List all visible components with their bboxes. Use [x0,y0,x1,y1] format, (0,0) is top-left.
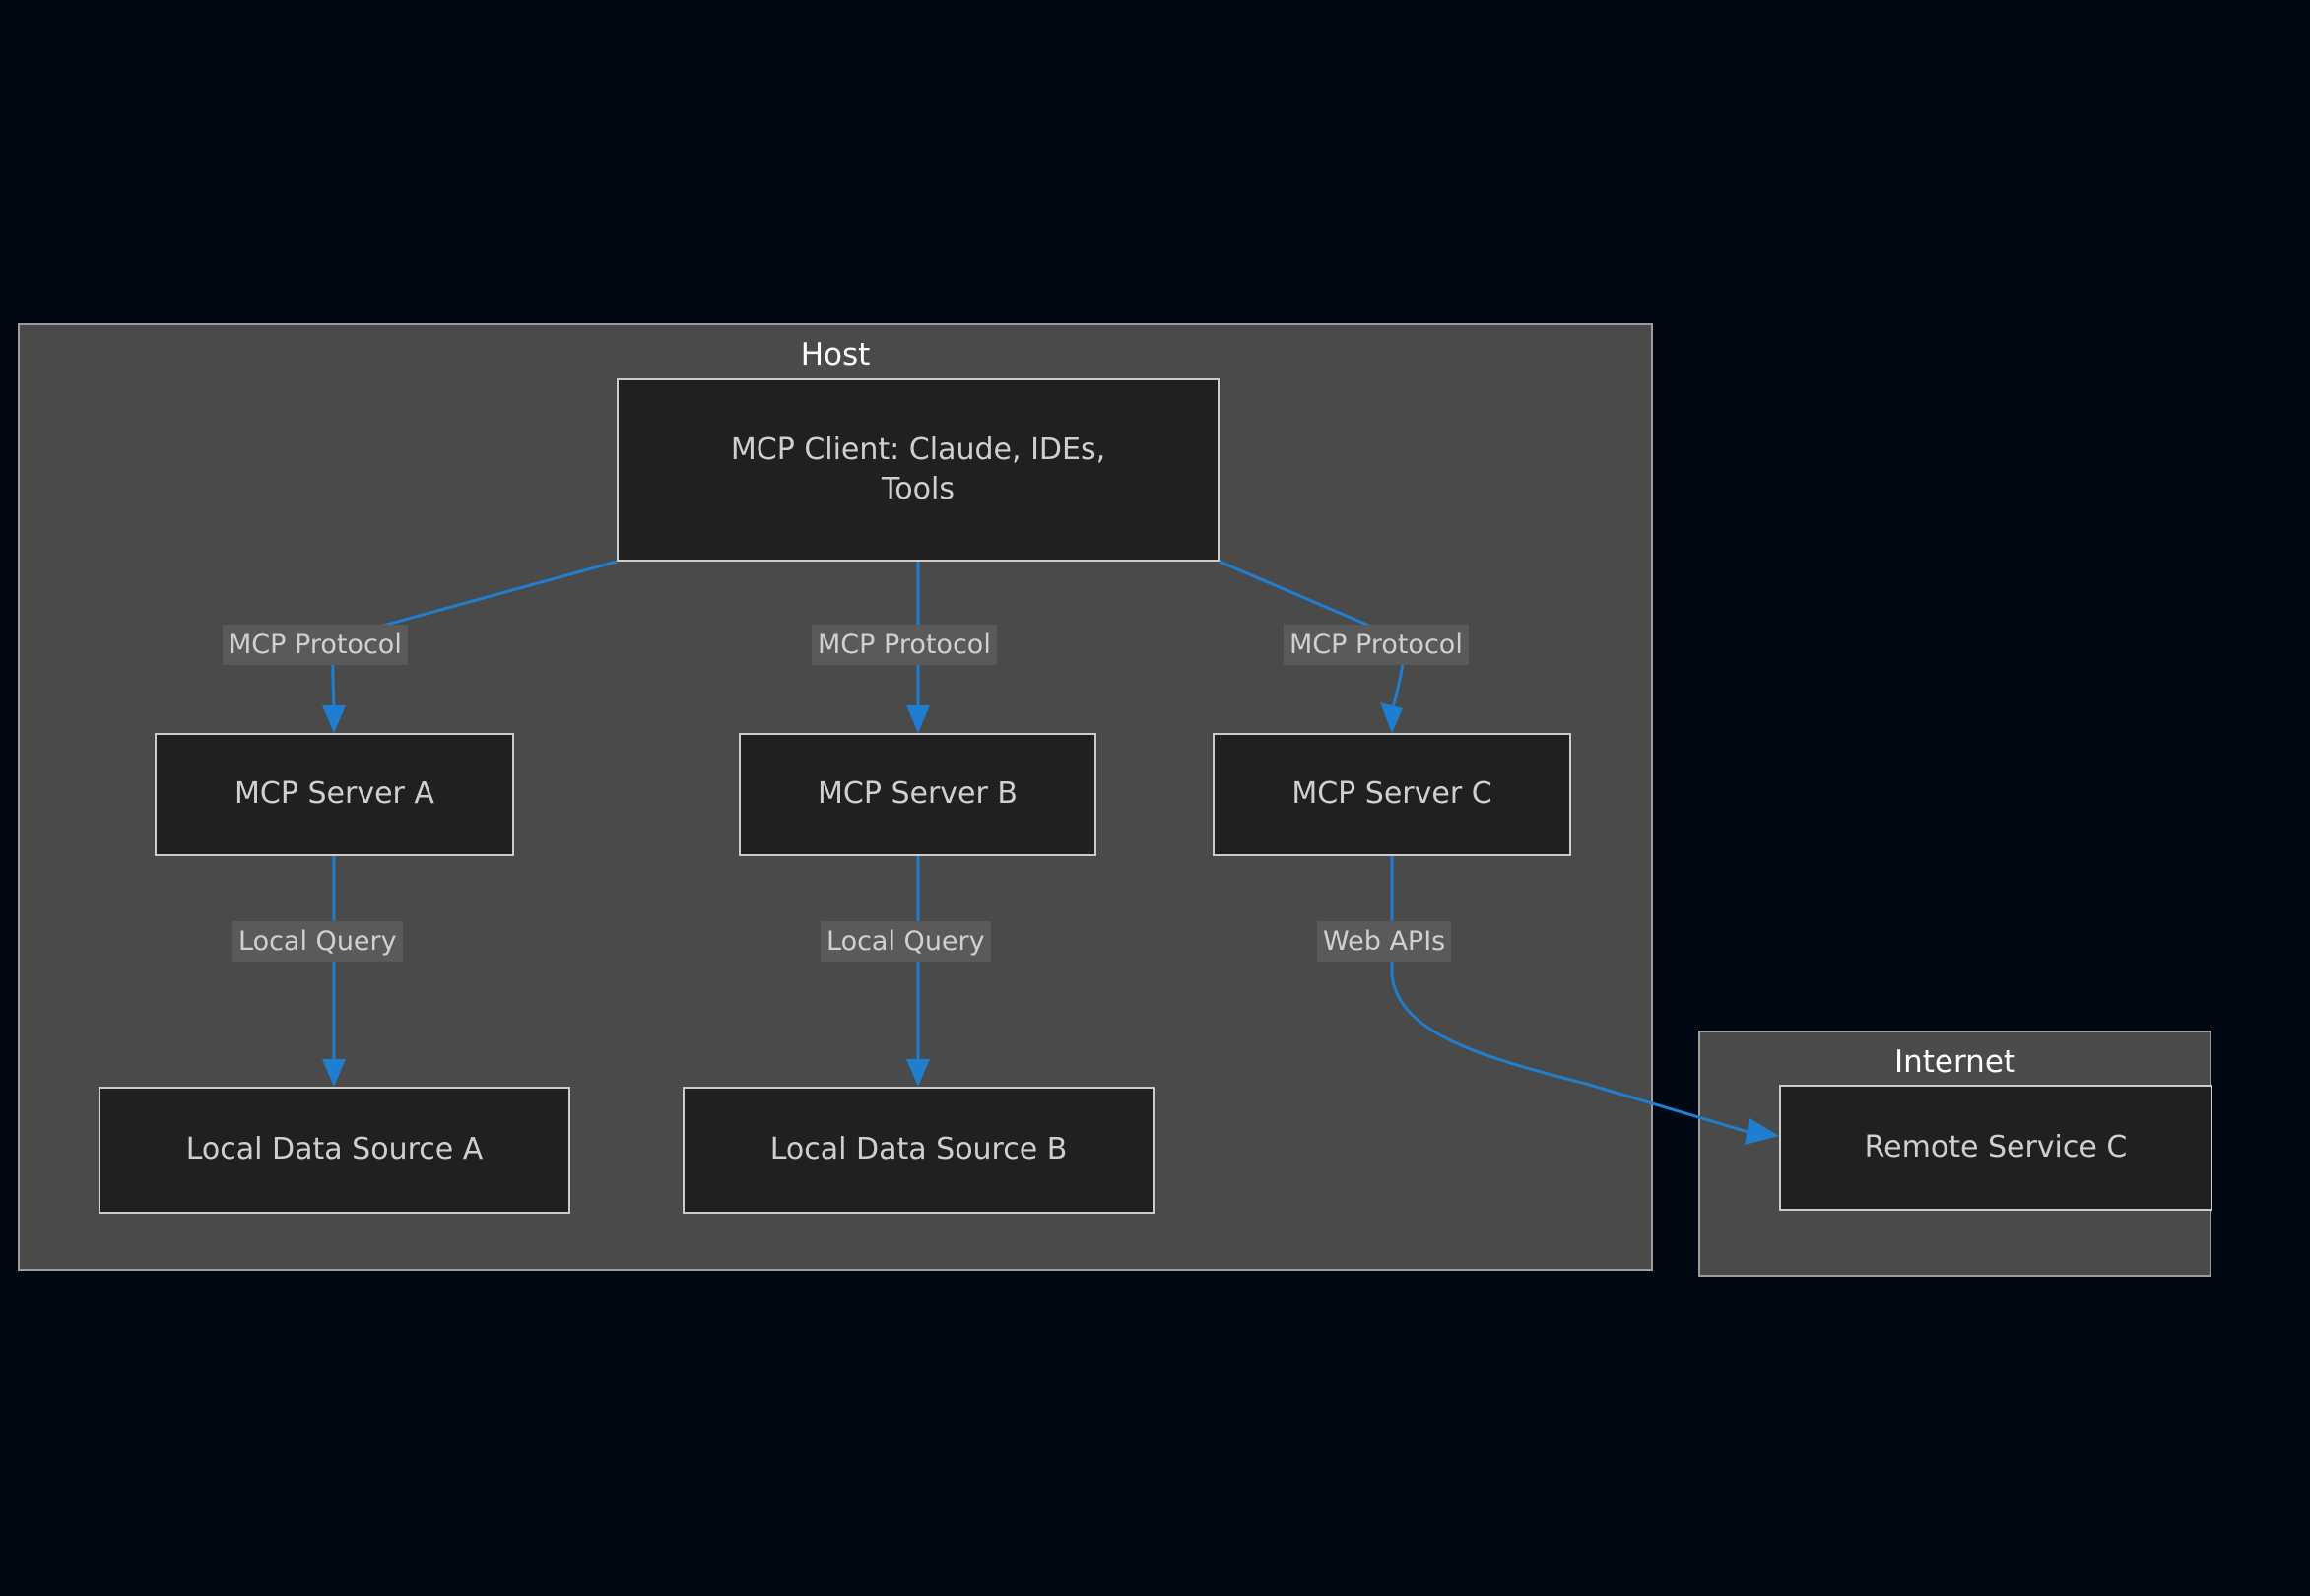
subgraph-host-title: Host [800,337,871,372]
edge-label-local-query-a: Local Query [232,921,403,963]
node-mcp-server-c-label: MCP Server C [1291,776,1492,812]
node-local-data-source-a[interactable]: Local Data Source A [99,1087,570,1214]
node-mcp-server-b[interactable]: MCP Server B [739,733,1096,856]
node-mcp-server-b-label: MCP Server B [818,776,1018,812]
node-mcp-client[interactable]: MCP Client: Claude, IDEs,Tools [617,378,1220,562]
subgraph-internet-title: Internet [1893,1044,2016,1080]
node-mcp-client-label: MCP Client: Claude, IDEs,Tools [730,432,1106,507]
edge-label-local-query-b: Local Query [821,921,991,963]
node-mcp-server-a[interactable]: MCP Server A [155,733,514,856]
node-local-data-source-b[interactable]: Local Data Source B [683,1087,1155,1214]
node-local-data-source-a-label: Local Data Source A [185,1132,484,1167]
node-mcp-server-c[interactable]: MCP Server C [1213,733,1571,856]
node-remote-service-c-label: Remote Service C [1864,1129,2128,1164]
node-mcp-server-a-label: MCP Server A [234,776,434,812]
edge-label-mcp-protocol-c: MCP Protocol [1284,625,1469,666]
edge-label-web-apis: Web APIs [1317,921,1452,963]
node-remote-service-c[interactable]: Remote Service C [1779,1085,2212,1211]
edge-label-mcp-protocol-a: MCP Protocol [223,625,408,666]
edge-label-mcp-protocol-b: MCP Protocol [812,625,997,666]
node-local-data-source-b-label: Local Data Source B [769,1132,1068,1167]
